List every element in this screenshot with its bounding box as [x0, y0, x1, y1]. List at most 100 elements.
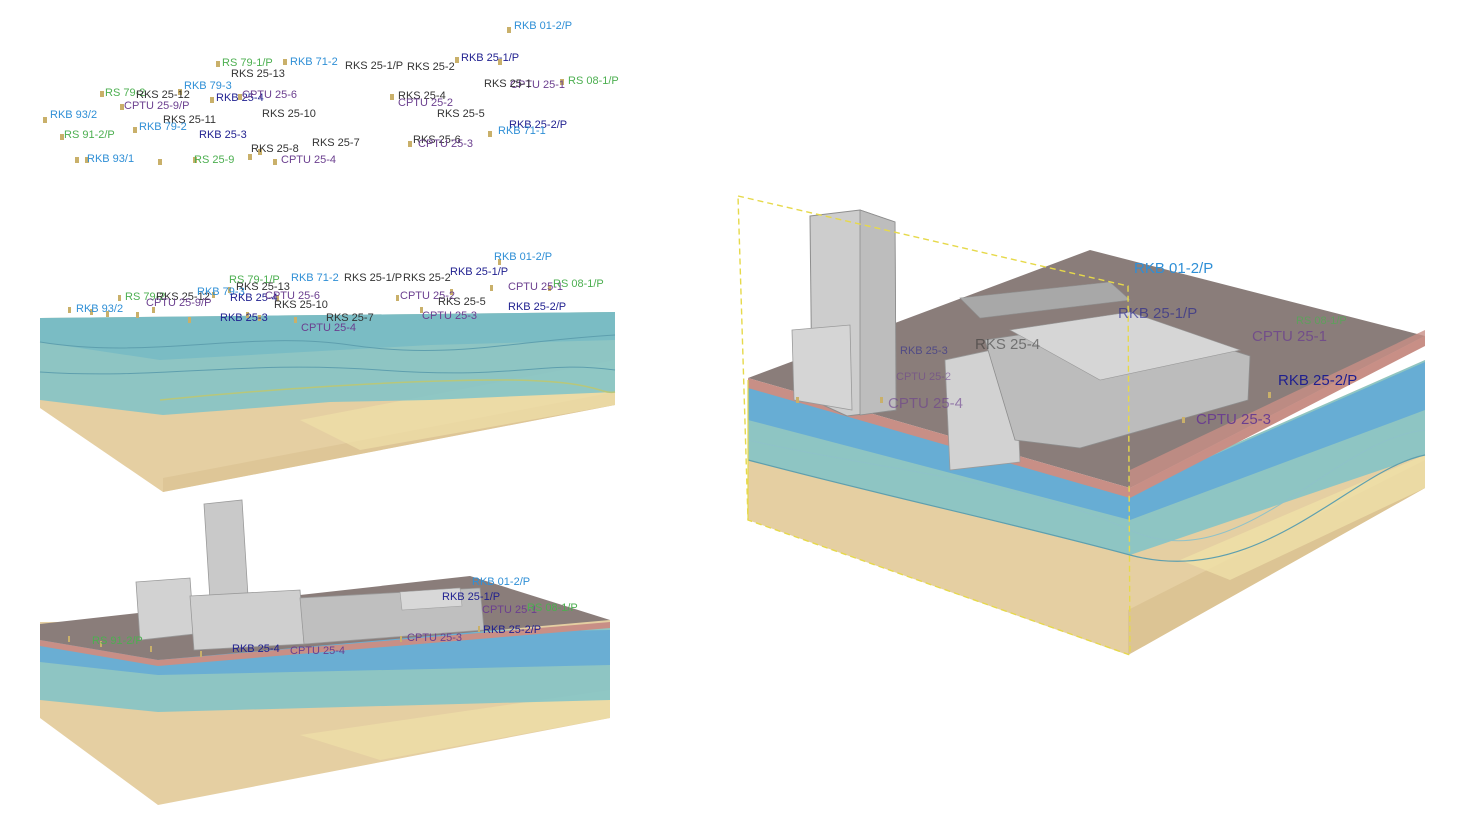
borehole-base	[85, 157, 89, 163]
borehole-label: RS 25-9	[194, 154, 234, 166]
layer-boundary-line	[39, 334, 616, 351]
borehole-label: RKB 93/2	[50, 109, 97, 121]
borehole-base	[238, 94, 242, 100]
borehole-label: RKB 79-2	[139, 121, 187, 133]
borehole-label: RKB 25-2/P	[483, 624, 541, 636]
borehole-label: RKS 25-12	[136, 89, 190, 101]
borehole-label: RKS 25-1/P	[345, 60, 403, 72]
borehole-base	[1268, 392, 1271, 398]
borehole-label: RKS 25-10	[262, 108, 316, 120]
borehole-label: RKB 71-2	[290, 56, 338, 68]
borehole-label: CPTU 25-2	[398, 97, 453, 109]
borehole-label: RKB 79-3	[197, 286, 245, 298]
borehole-label: CPTU 25-2	[896, 371, 951, 383]
borehole-label: CPTU 25-1	[482, 604, 537, 616]
borehole-base	[408, 141, 412, 147]
borehole-label: CPTU 25-4	[301, 322, 356, 334]
borehole-base	[210, 97, 214, 103]
borehole-base	[178, 89, 182, 95]
borehole-label: RKB 93/2	[76, 303, 123, 315]
parking-structure	[959, 281, 1131, 319]
sand-lens	[1180, 455, 1425, 580]
borehole-label: CPTU 25-2	[400, 290, 455, 302]
borehole-labels: RKB 01-2/P RS 79-1/P RKB 71-2 RKS 25-1/P…	[50, 20, 619, 166]
borehole-label: RKB 25-1/P	[461, 52, 519, 64]
borehole-base	[390, 94, 394, 100]
borehole-label: RKS 25-7	[326, 312, 374, 324]
tower-side	[859, 209, 897, 416]
borehole-label: RKB 25-3	[220, 312, 268, 324]
borehole-label: CPTU 25-4	[281, 154, 336, 166]
borehole-label: RKB 25-4	[216, 92, 264, 104]
borehole-base	[1182, 417, 1185, 423]
borehole-label: CPTU 25-6	[242, 89, 297, 101]
borehole-base	[216, 61, 220, 67]
borehole-label: CPTU 25-4	[290, 645, 345, 657]
borehole-label: CPTU 25-3	[418, 138, 473, 150]
borehole-label: RKS 25-1/P	[344, 272, 402, 284]
borehole-label: RS 79-2	[125, 291, 165, 303]
borehole-label: RKS 25-13	[231, 68, 285, 80]
borehole-label: RKB 25-1/P	[450, 266, 508, 278]
borehole-label: RKB 01-2/P	[514, 20, 572, 32]
borehole-base	[150, 646, 152, 652]
borehole-label: RKB 93/1	[87, 153, 134, 165]
borehole-label: RS 08-1/P	[1296, 315, 1347, 327]
borehole-base	[283, 59, 287, 65]
panel-detail: RKB 01-2/P RKB 25-1/P CPTU 25-1 RS 08-1/…	[737, 195, 1426, 656]
borehole-label: RS 79-1/P	[222, 57, 273, 69]
borehole-base	[488, 131, 492, 137]
borehole-base	[60, 134, 64, 140]
groundwater-layer	[748, 360, 1425, 555]
layer-boundary-line	[159, 379, 616, 401]
borehole-columns	[796, 392, 1271, 423]
borehole-base	[276, 295, 279, 301]
borehole-base	[450, 289, 453, 295]
borehole-base	[212, 292, 215, 298]
borehole-base	[548, 285, 551, 291]
panel-layers: RKB 01-2/P RS 79-1/P RKB 71-2 RKS 25-1/P…	[39, 251, 616, 492]
borehole-labels: RKB 01-2/P RKB 25-1/P CPTU 25-1 RS 08-1/…	[92, 576, 578, 657]
borehole-label: RKS 25-11	[163, 114, 216, 126]
borehole-base	[193, 157, 197, 163]
borehole-base	[400, 636, 402, 642]
borehole-base	[100, 91, 104, 97]
blue-clay-layer	[748, 362, 1425, 520]
upper-clay-layer	[40, 312, 615, 360]
borehole-base	[294, 317, 297, 323]
borehole-label: RKS 25-7	[312, 137, 360, 149]
building-block	[189, 589, 305, 651]
borehole-base	[455, 57, 459, 63]
borehole-base	[43, 117, 47, 123]
borehole-columns	[68, 259, 551, 323]
borehole-label: CPTU 25-3	[422, 310, 477, 322]
borehole-label: CPTU 25-3	[1196, 411, 1271, 428]
borehole-label: RKB 25-2/P	[1278, 372, 1357, 389]
borehole-label: CPTU 25-6	[265, 290, 320, 302]
borehole-base	[118, 295, 121, 301]
borehole-base	[396, 295, 399, 301]
borehole-label: CPTU 25-3	[407, 632, 462, 644]
borehole-base	[507, 27, 511, 33]
borehole-labels: RKB 01-2/P RKB 25-1/P CPTU 25-1 RS 08-1/…	[888, 260, 1357, 428]
borehole-base	[228, 287, 231, 293]
borehole-label: CPTU 25-9/P	[146, 297, 211, 309]
borehole-label: RKS 25-6	[413, 134, 461, 146]
borehole-label: CPTU 25-4	[888, 395, 963, 412]
borehole-label: RKS 25-8	[251, 143, 299, 155]
borehole-label: RKS 25-1	[484, 78, 532, 90]
borehole-columns	[68, 626, 480, 657]
borehole-base	[258, 315, 261, 321]
borehole-label: RKS 25-5	[437, 108, 485, 120]
panel-boreholes: RKB 01-2/P RS 79-1/P RKB 71-2 RKS 25-1/P…	[43, 20, 619, 166]
borehole-base	[246, 312, 249, 318]
borehole-label: RKB 01-2/P	[494, 251, 552, 263]
mall-roof	[1009, 311, 1242, 381]
borehole-base	[273, 159, 277, 165]
borehole-label: RS 79-1/P	[229, 274, 280, 286]
borehole-label: RKB 25-3	[900, 345, 948, 357]
borehole-label: RS 79-2	[105, 87, 145, 99]
sand-lens	[300, 690, 610, 760]
borehole-label: RKS 25-10	[274, 299, 328, 311]
residential-building	[135, 577, 195, 641]
